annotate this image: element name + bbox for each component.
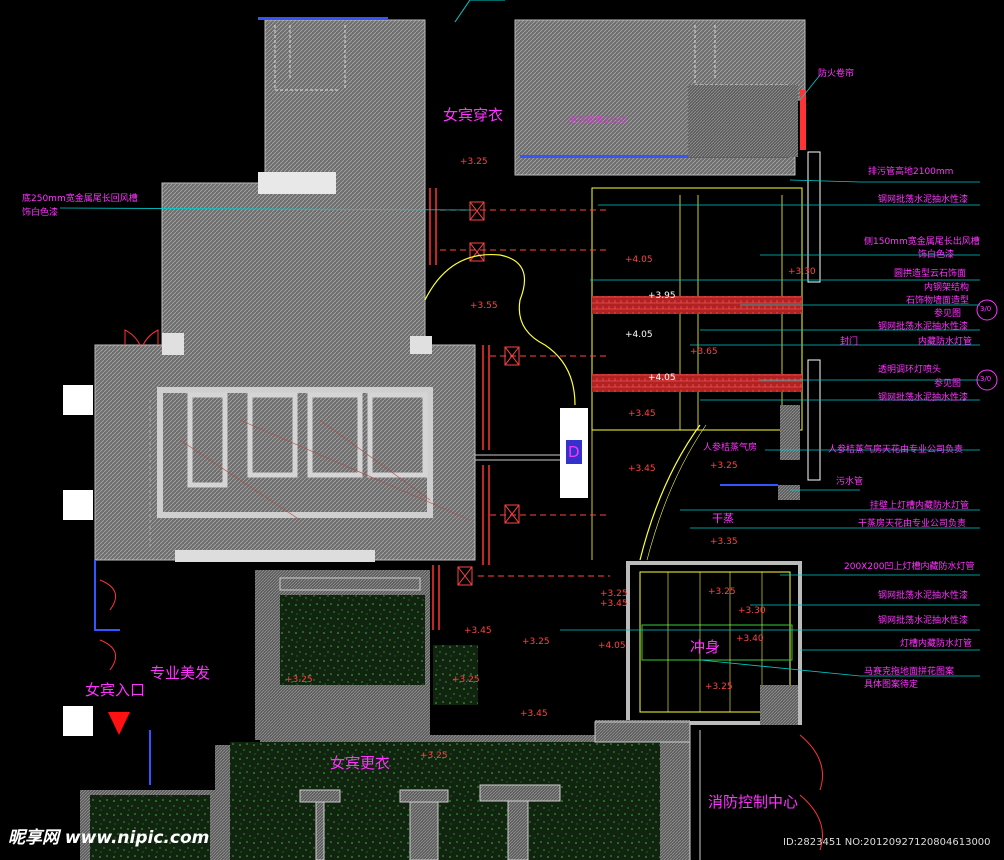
level-mark: +4.05: [625, 330, 653, 340]
callout-tag: 3/0: [980, 305, 992, 313]
room-dressing: 女宾穿衣: [443, 106, 504, 124]
note-wave-stone: 圆拱造型云石饰面: [894, 269, 967, 279]
level-mark: +3.45: [464, 626, 492, 636]
note-sauna-door-2: 参见图: [934, 379, 962, 389]
room-steam: 人参桔蒸气房: [703, 443, 758, 453]
level-mark: +3.25: [600, 589, 628, 599]
note-trough-light-3: 灯槽内藏防水灯管: [900, 639, 973, 649]
level-mark: +3.45: [520, 709, 548, 719]
leader-lines: [59, 74, 980, 677]
note-supply-air-paint: 饰白色漆: [918, 250, 955, 260]
level-mark: +3.30: [738, 606, 766, 616]
note-dry-ceiling: 干蒸房天花由专业公司负责: [858, 519, 967, 529]
level-mark: +4.05: [625, 255, 653, 265]
shower-zone: [626, 561, 802, 725]
watermark-logo: 昵享网 www.nipic.com: [8, 828, 210, 848]
note-trough-light-1: 挂壁上灯槽内藏防水灯管: [870, 501, 970, 511]
level-mark: +3.25: [460, 157, 488, 167]
note-steel-mesh-3: 钢网批荡水泥抽水性漆: [878, 393, 969, 403]
room-fire-control: 消防控制中心: [708, 793, 799, 811]
room-changing: 女宾更衣: [330, 754, 391, 772]
callout-tag: 3/0: [980, 375, 992, 383]
note-inner-light: 内藏防水灯管: [918, 337, 973, 347]
wall-block-upper-left: [94, 19, 476, 562]
level-mark: +3.45: [600, 599, 628, 609]
level-mark: +3.25: [710, 461, 738, 471]
room-beauty: 专业美发: [150, 664, 211, 682]
note-steel-mesh-4: 钢网批荡水泥抽水性漆: [878, 591, 969, 601]
watermark-id: ID:2823451 NO:20120927120804613000: [783, 837, 991, 848]
note-fire-shutter: 防火卷帘: [818, 69, 855, 79]
room-shower: 冲身: [690, 638, 721, 656]
level-mark: +3.35: [710, 537, 738, 547]
level-mark: +3.25: [420, 751, 448, 761]
note-trough-light-2: 200X200凹上灯槽内藏防水灯管: [844, 562, 975, 572]
sauna-zone: [591, 151, 821, 561]
note-drain: 排污管高地2100mm: [868, 167, 954, 177]
note-return-air: 底250mm宽金属尾长回风槽: [22, 194, 138, 204]
room-entrance: 女宾入口: [85, 681, 146, 699]
room-dry: 干蒸: [712, 512, 734, 525]
changing-zone: [80, 570, 823, 860]
level-mark: +3.55: [470, 301, 498, 311]
level-mark: +3.65: [690, 347, 718, 357]
level-mark: +3.30: [788, 267, 816, 277]
note-steel-mesh-1: 钢网批荡水泥抽水性漆: [878, 195, 969, 205]
level-mark: +3.25: [452, 675, 480, 685]
level-mark: +3.25: [705, 682, 733, 692]
note-steel-mesh-2: 钢网批荡水泥抽水性漆: [878, 322, 969, 332]
note-stone-wall: 石饰物墙面造型: [906, 296, 970, 306]
note-sauna-door-1: 参见图: [934, 309, 962, 319]
door-d-label: D: [568, 443, 580, 461]
corridor: [94, 188, 778, 785]
note-mosaic: 马赛克拖地面拼花图案: [864, 667, 955, 677]
note-steam-ceiling: 人参桔蒸气房天花由专业公司负责: [828, 445, 964, 455]
note-sewage: 污水管: [836, 477, 864, 487]
level-mark: +3.95: [648, 291, 676, 301]
note-inner-frame: 内钢架结构: [924, 283, 970, 293]
level-mark: +4.05: [598, 641, 626, 651]
level-mark: +4.05: [648, 373, 676, 383]
level-mark: +3.40: [736, 634, 764, 644]
level-mark: +3.25: [285, 675, 313, 685]
note-ceiling: 吊顶高度2300: [568, 116, 627, 126]
level-mark: +3.45: [628, 409, 656, 419]
note-mosaic-2: 具体图案待定: [864, 680, 919, 690]
wall-block-upper-right: [514, 19, 806, 176]
level-mark: +3.45: [628, 464, 656, 474]
level-mark: +3.25: [708, 587, 736, 597]
level-mark: +3.25: [522, 637, 550, 647]
note-supply-air: 侧150mm宽金属尾长出风槽: [864, 237, 980, 247]
note-return-air-paint: 饰白色漆: [22, 208, 59, 218]
note-seal-door: 封门: [840, 337, 859, 347]
note-transparent: 透明调环灯喷头: [878, 365, 942, 375]
note-steel-mesh-5: 钢网批荡水泥抽水性漆: [878, 616, 969, 626]
